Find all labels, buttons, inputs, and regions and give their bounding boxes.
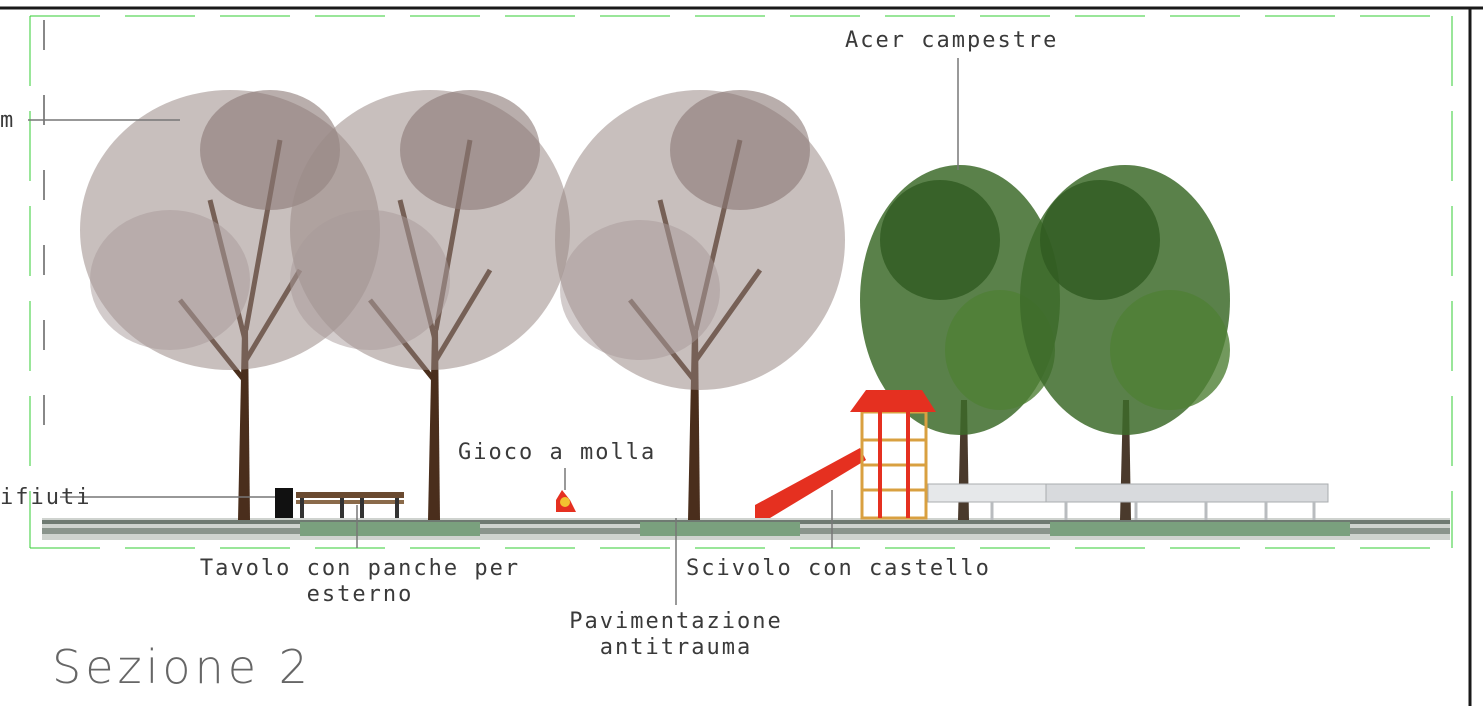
label-tavolo-line2: esterno bbox=[306, 582, 414, 607]
tree-acer-2 bbox=[1020, 165, 1230, 520]
label-pavimentazione: Pavimentazione antitrauma bbox=[560, 609, 792, 661]
label-pavimentazione-line1: Pavimentazione bbox=[569, 609, 783, 634]
label-gioco: Gioco a molla bbox=[458, 440, 657, 465]
tree-acer-1 bbox=[860, 165, 1060, 520]
leader-lines bbox=[28, 58, 959, 605]
tree-blossom-2 bbox=[290, 90, 570, 520]
picnic-table bbox=[296, 492, 404, 518]
label-height-m: m bbox=[0, 108, 16, 133]
label-rifiuti: ifiuti bbox=[0, 485, 92, 510]
guide-frame bbox=[29, 15, 1453, 549]
ground bbox=[42, 518, 1450, 540]
slide-castle bbox=[755, 390, 936, 520]
tree-blossom-3 bbox=[555, 90, 845, 520]
fence bbox=[927, 483, 1329, 520]
label-tavolo: Tavolo con panche per esterno bbox=[185, 556, 535, 608]
waste-bin bbox=[275, 488, 293, 518]
label-acer: Acer campestre bbox=[845, 28, 1059, 53]
label-pavimentazione-line2: antitrauma bbox=[599, 635, 753, 660]
label-scivolo: Scivolo con castello bbox=[686, 556, 991, 581]
label-tavolo-line1: Tavolo con panche per bbox=[199, 556, 521, 581]
section-title: Sezione 2 bbox=[52, 640, 312, 694]
spring-toy bbox=[556, 490, 576, 512]
